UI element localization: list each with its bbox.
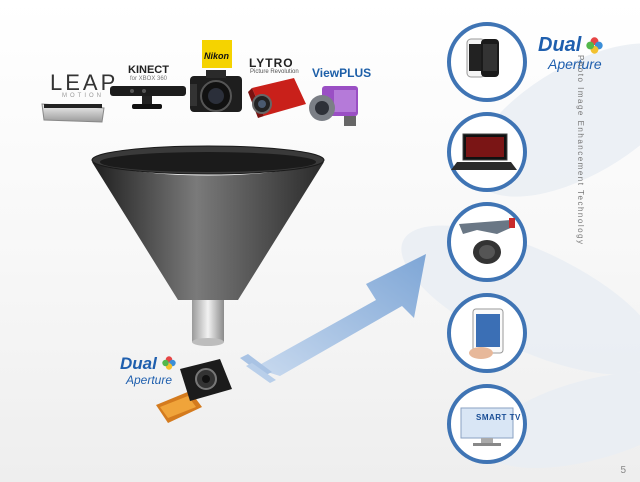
dual-aperture-logo-top: Dual: [538, 34, 603, 57]
arrow-icon: [240, 254, 426, 383]
funnel-icon: [91, 145, 325, 346]
smart-tv-label: SMART TV: [476, 413, 521, 422]
nikon-camera-icon: [190, 70, 242, 112]
leap-motion-icon: [41, 103, 105, 123]
lytro-logo: LYTRO: [249, 56, 294, 70]
viewplus-logo: ViewPLUS: [312, 66, 372, 80]
nikon-logo-box: [202, 40, 232, 68]
device-circle-laptop: [447, 112, 527, 192]
side-caption: Photo Image Enhancement Technology: [576, 55, 585, 246]
smart-tv-icon: [460, 407, 514, 446]
dual-aperture-word-aperture: Aperture: [126, 373, 173, 387]
kinect-logo: KINECT: [128, 64, 169, 76]
dual-aperture-top-word-aperture: Aperture: [548, 56, 602, 72]
nikon-logo: Nikon: [204, 51, 230, 61]
smartphone-icon: [466, 38, 499, 78]
kinect-sensor-icon: [110, 86, 186, 109]
aperture-flower-icon: [162, 356, 176, 375]
viewplus-camera-icon: [309, 86, 358, 126]
lytro-camera-icon: [248, 78, 306, 118]
leap-logo-sub: MOTION: [62, 93, 104, 99]
lytro-logo-sub: Picture Revolution: [250, 69, 299, 75]
device-circle-tablet: [447, 293, 527, 373]
device-circle-smartphone: [447, 22, 527, 102]
kinect-logo-sub: for XBOX 360: [130, 76, 168, 82]
laptop-icon: [451, 133, 517, 170]
dual-aperture-top-word-dual: Dual: [538, 34, 582, 56]
smart-glasses-watch-icon: [459, 218, 515, 264]
tablet-icon: [469, 308, 504, 359]
page-number: 5: [620, 465, 626, 476]
aperture-flower-top-icon: [586, 37, 603, 59]
camera-module-icon: [156, 359, 232, 423]
device-circle-wearables: [447, 202, 527, 282]
dual-aperture-word-dual: Dual: [120, 354, 157, 373]
dual-aperture-logo-bottom: Dual: [120, 354, 176, 374]
leap-logo: LEAP: [50, 70, 119, 95]
device-circle-tv: [447, 384, 527, 464]
